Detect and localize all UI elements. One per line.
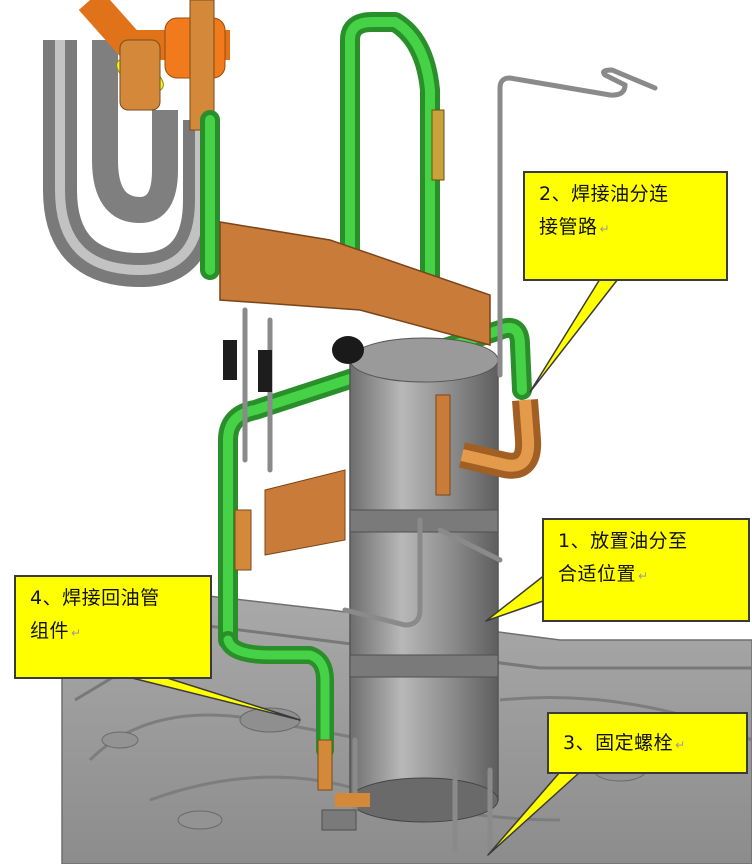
callout-text-line: 1、放置油分至 bbox=[558, 530, 688, 552]
callout-text-line: 3、固定螺栓↵ bbox=[563, 732, 686, 754]
callout-weld-oil-return-assembly: 4、焊接回油管 组件↵ bbox=[14, 575, 212, 679]
return-mark-icon: ↵ bbox=[638, 569, 649, 583]
callout-place-oil-separator: 1、放置油分至 合适位置↵ bbox=[542, 518, 750, 622]
callout-text-line: 组件↵ bbox=[30, 620, 82, 642]
callout-fix-bolts: 3、固定螺栓↵ bbox=[547, 712, 748, 774]
callout-text-line: 接管路↵ bbox=[539, 216, 611, 238]
small-components bbox=[223, 109, 445, 831]
oil-separator-tank bbox=[349, 337, 499, 823]
leader-lines bbox=[127, 278, 619, 856]
tank-outlet-pipe bbox=[459, 399, 542, 479]
return-mark-icon: ↵ bbox=[599, 222, 611, 236]
gray-u-pipes bbox=[43, 40, 217, 288]
callout-text-line: 2、焊接油分连 bbox=[539, 183, 669, 205]
valve-assembly bbox=[78, 0, 230, 131]
callout-text-line: 合适位置↵ bbox=[558, 563, 649, 585]
return-mark-icon: ↵ bbox=[71, 626, 82, 640]
callout-text-line: 4、焊接回油管 bbox=[30, 587, 160, 609]
return-mark-icon: ↵ bbox=[675, 738, 686, 752]
capillary-tubes bbox=[242, 67, 658, 853]
callout-weld-oil-separator-piping: 2、焊接油分连 接管路↵ bbox=[523, 171, 728, 281]
